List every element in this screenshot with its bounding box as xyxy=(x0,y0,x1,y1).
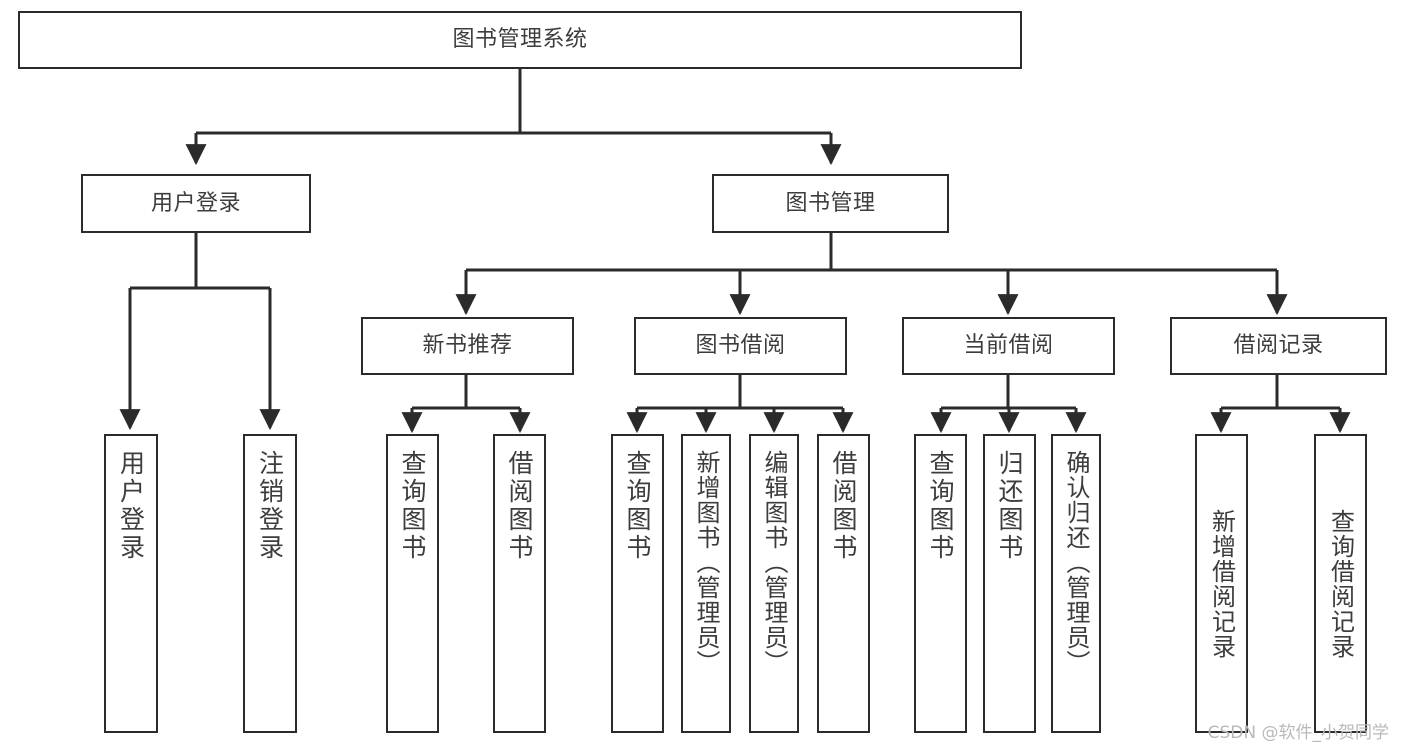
node-leaf-borrow-book-2[interactable]: 借阅图书 xyxy=(817,434,870,733)
node-leaf-return-book[interactable]: 归还图书 xyxy=(983,434,1036,733)
node-leaf-add-book-label: 新增图书（管理员） xyxy=(692,450,720,675)
node-root-label: 图书管理系统 xyxy=(452,27,588,53)
node-leaf-user-login-label: 用户登录 xyxy=(116,450,146,562)
node-current-borrow[interactable]: 当前借阅 xyxy=(902,317,1115,375)
node-new-book-recommend[interactable]: 新书推荐 xyxy=(361,317,574,375)
node-borrow-record-label: 借阅记录 xyxy=(1233,333,1324,359)
node-leaf-query-book-3-label: 查询图书 xyxy=(926,450,955,562)
node-user-login[interactable]: 用户登录 xyxy=(81,174,311,233)
node-leaf-query-book-1[interactable]: 查询图书 xyxy=(386,434,439,733)
node-current-borrow-label: 当前借阅 xyxy=(963,333,1054,359)
node-leaf-confirm-return-label: 确认归还（管理员） xyxy=(1062,450,1090,675)
node-leaf-borrow-book-1-label: 借阅图书 xyxy=(505,450,534,562)
node-leaf-user-logout-label: 注销登录 xyxy=(255,450,285,562)
node-leaf-user-login[interactable]: 用户登录 xyxy=(104,434,158,733)
node-book-manage-label: 图书管理 xyxy=(785,190,876,216)
node-leaf-edit-book[interactable]: 编辑图书（管理员） xyxy=(749,434,799,733)
node-root[interactable]: 图书管理系统 xyxy=(18,11,1022,69)
node-leaf-borrow-book-2-label: 借阅图书 xyxy=(829,450,858,562)
node-leaf-query-book-2-label: 查询图书 xyxy=(623,450,652,562)
node-leaf-return-book-label: 归还图书 xyxy=(995,450,1024,562)
csdn-watermark: CSDN @软件_小贺同学 xyxy=(1207,723,1389,743)
node-leaf-query-book-3[interactable]: 查询图书 xyxy=(914,434,967,733)
node-book-borrow[interactable]: 图书借阅 xyxy=(634,317,847,375)
node-borrow-record[interactable]: 借阅记录 xyxy=(1170,317,1387,375)
node-leaf-add-book[interactable]: 新增图书（管理员） xyxy=(681,434,731,733)
node-user-login-label: 用户登录 xyxy=(150,190,241,216)
node-book-manage[interactable]: 图书管理 xyxy=(712,174,949,233)
node-leaf-confirm-return[interactable]: 确认归还（管理员） xyxy=(1051,434,1101,733)
node-book-borrow-label: 图书借阅 xyxy=(695,333,786,359)
node-new-book-recommend-label: 新书推荐 xyxy=(422,333,513,359)
node-leaf-query-book-2[interactable]: 查询图书 xyxy=(611,434,664,733)
node-leaf-borrow-book-1[interactable]: 借阅图书 xyxy=(493,434,546,733)
node-leaf-edit-book-label: 编辑图书（管理员） xyxy=(760,450,788,675)
node-leaf-query-book-1-label: 查询图书 xyxy=(398,450,427,562)
node-leaf-query-record[interactable]: 查询借阅记录 xyxy=(1314,434,1367,733)
node-leaf-add-record[interactable]: 新增借阅记录 xyxy=(1195,434,1248,733)
node-leaf-query-record-label: 查询借阅记录 xyxy=(1326,508,1355,659)
node-leaf-user-logout[interactable]: 注销登录 xyxy=(243,434,297,733)
node-leaf-add-record-label: 新增借阅记录 xyxy=(1207,508,1236,659)
